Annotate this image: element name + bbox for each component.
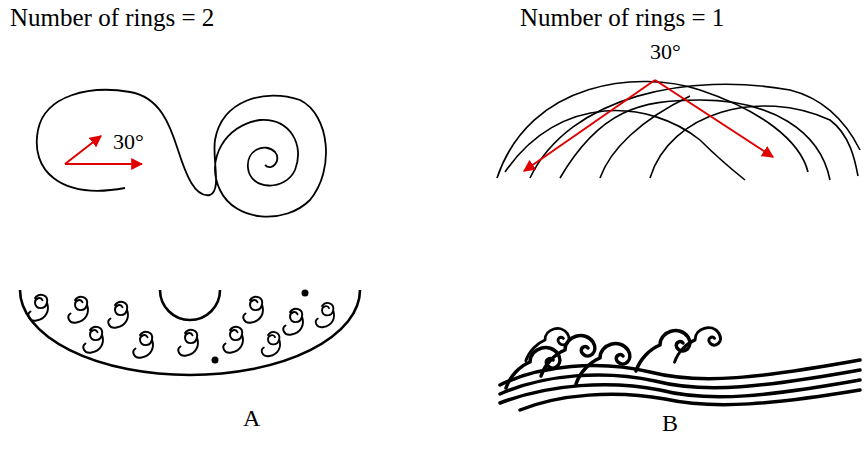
angle-arrow [524, 80, 655, 171]
panel-letter: B [662, 410, 678, 436]
angle-arrow [65, 136, 101, 164]
angle-arrow [655, 80, 773, 157]
figure-label: Number of rings = 1 [520, 4, 724, 32]
spiral-motif [37, 90, 326, 217]
angle-arrow [65, 163, 142, 165]
figure-label: 30° [650, 40, 681, 64]
figure-label: 30° [113, 130, 144, 154]
figure-label: Number of rings = 2 [10, 4, 214, 32]
scroll-disc [20, 290, 360, 376]
panel-letter: A [243, 405, 260, 431]
wave-pattern [500, 328, 860, 410]
